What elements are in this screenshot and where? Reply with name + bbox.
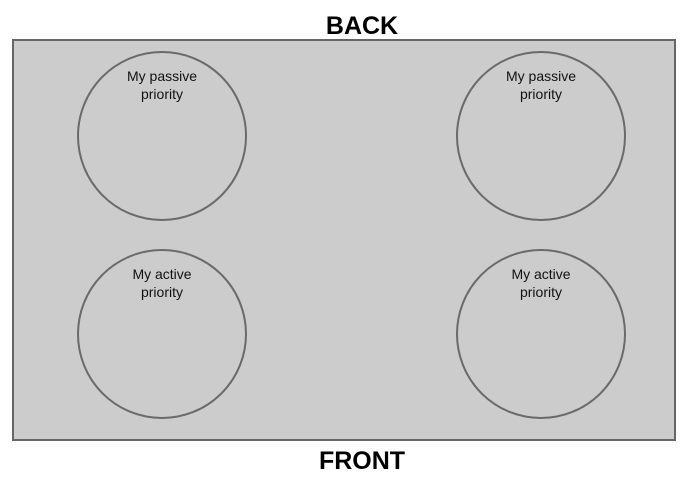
passive-priority-circle-right: My passive priority (456, 51, 626, 221)
active-priority-circle-left: My active priority (77, 249, 247, 419)
active-priority-circle-right: My active priority (456, 249, 626, 419)
zone-label: My active priority (511, 266, 571, 300)
zone-label: My active priority (132, 266, 192, 300)
court-board: My passive priority My passive priority … (12, 39, 676, 441)
passive-priority-circle-left: My passive priority (77, 51, 247, 221)
zone-label: My passive priority (126, 68, 198, 102)
back-label: BACK (325, 12, 399, 40)
front-label: FRONT (318, 447, 406, 475)
zone-label: My passive priority (505, 68, 577, 102)
